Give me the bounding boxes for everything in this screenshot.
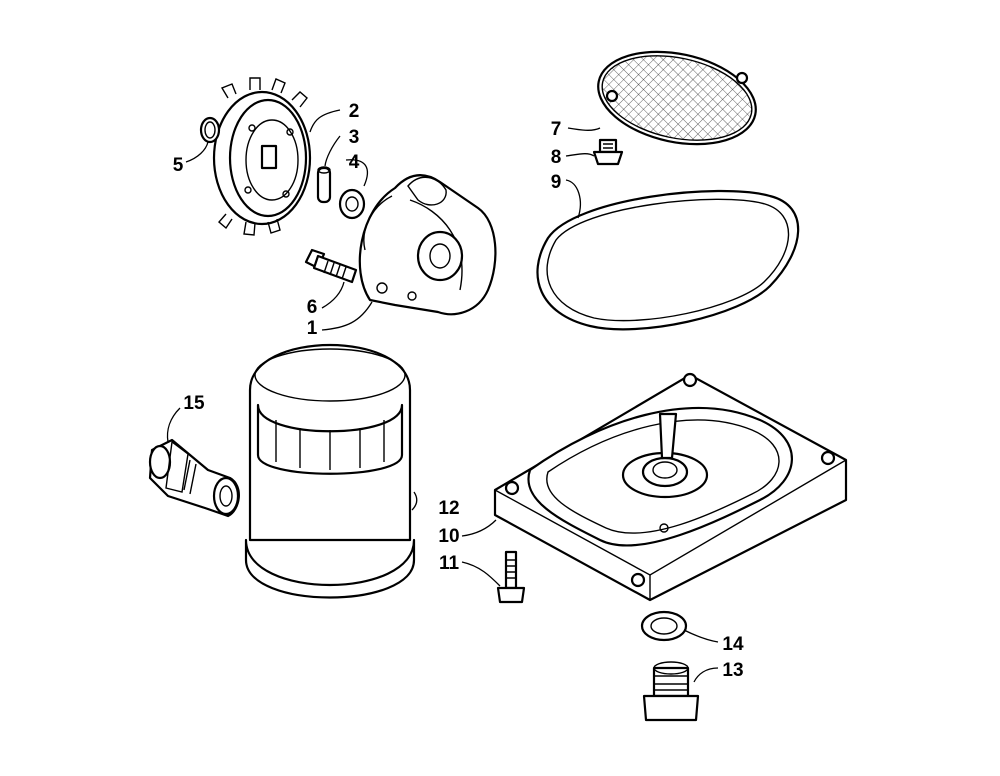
oil-pan-part <box>493 372 848 602</box>
callout-11: 11 <box>439 553 460 574</box>
pin-part <box>316 166 332 204</box>
callout-2: 2 <box>349 101 360 122</box>
oil-filter-part <box>244 343 416 599</box>
callout-3: 3 <box>349 127 360 148</box>
callout-labels: 1 2 3 4 5 6 7 8 9 10 11 12 13 14 15 <box>173 101 744 681</box>
callout-1: 1 <box>307 318 318 339</box>
callout-4: 4 <box>349 152 360 173</box>
leader-lines <box>166 109 719 683</box>
callout-7: 7 <box>551 119 562 140</box>
pressure-switch-part <box>148 438 240 518</box>
callout-8: 8 <box>551 147 562 168</box>
callout-9: 9 <box>551 172 562 193</box>
oil-pump-part <box>358 174 497 316</box>
screw-part-8 <box>592 138 624 166</box>
gasket-part <box>536 189 800 331</box>
sprocket-part <box>212 77 312 236</box>
callout-14: 14 <box>722 634 744 655</box>
drain-washer-part <box>640 610 688 642</box>
callout-13: 13 <box>722 660 743 681</box>
drain-plug-part <box>642 661 700 722</box>
callout-5: 5 <box>173 155 184 176</box>
snap-ring-part <box>199 116 221 144</box>
washer-part <box>338 188 366 220</box>
callout-6: 6 <box>307 297 318 318</box>
callout-12: 12 <box>438 498 459 519</box>
bolt-part-11 <box>496 550 526 604</box>
callout-10: 10 <box>438 526 459 547</box>
callout-15: 15 <box>183 393 205 414</box>
bolt-part-6 <box>304 248 358 284</box>
